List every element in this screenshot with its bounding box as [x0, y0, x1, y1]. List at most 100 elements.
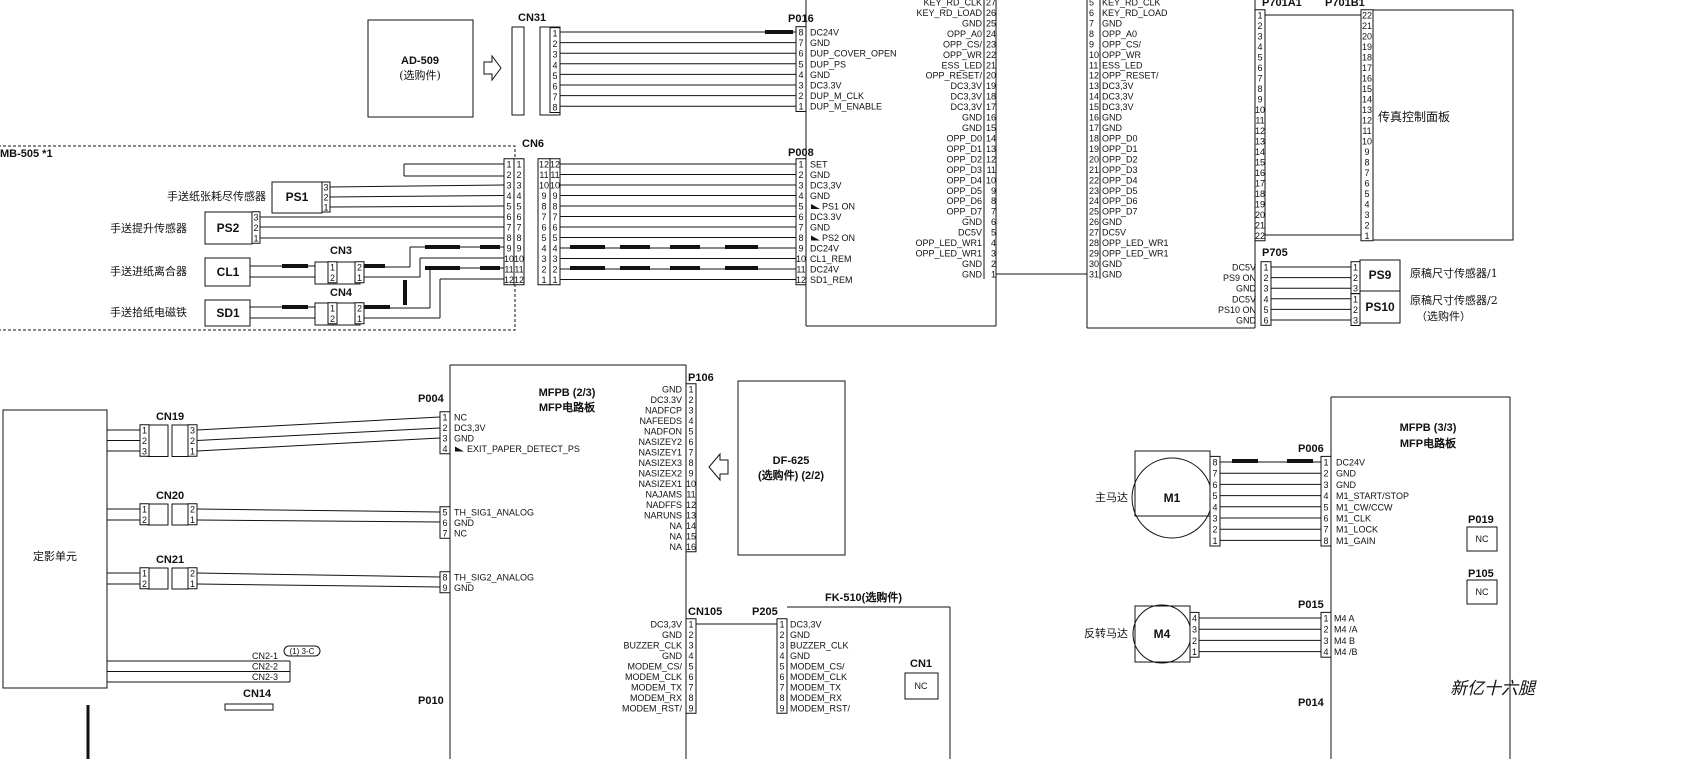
p019-nc: NC: [1476, 534, 1489, 544]
mfpb2-title: MFPB (2/3): [539, 387, 596, 399]
cn6-b-pin-number: 6: [516, 212, 521, 222]
board-pin-signal: DC5V: [958, 228, 982, 238]
cn105-pin-box: [685, 618, 697, 714]
p105-nc: NC: [1476, 587, 1489, 597]
ad509-box: [367, 19, 474, 118]
p015-pin-box: [1320, 611, 1332, 658]
p106-label: P106: [688, 372, 714, 384]
m4-pin-number: 3: [1192, 625, 1197, 635]
cn6-b-pin-box: [513, 158, 525, 286]
board-pin-number: 24: [1089, 196, 1099, 206]
board-pin-number: 12: [1089, 71, 1099, 81]
board-pin-signal: DC3,3V: [950, 81, 982, 91]
cn2-line-label: CN2-3: [252, 672, 278, 682]
p004-signal: TH_SIG2_ANALOG: [454, 573, 534, 583]
p016-signal: GND: [810, 70, 831, 80]
board-pin-signal: ESS_LED: [941, 60, 982, 70]
p008-pin-number: 7: [798, 223, 803, 233]
p004-pin-number: 3: [442, 434, 447, 444]
cn105-pin-number: 5: [688, 662, 693, 672]
board-pin-number: 30: [1089, 259, 1099, 269]
board-pin-signal: OPP_WR: [943, 50, 983, 60]
board-pin-signal: GND: [962, 217, 983, 227]
p705-pin-number: 1: [1263, 263, 1268, 273]
sd1-desc: 手送拾纸电磁铁: [110, 305, 187, 319]
cn19-label: CN19: [156, 411, 184, 423]
p701b1-label: P701B1: [1325, 0, 1365, 9]
cn19-b-pin-number: 3: [190, 426, 195, 436]
wire: [329, 184, 505, 188]
cn3-a-pin-box: [327, 261, 338, 284]
fax-panel-name: 传真控制面板: [1378, 109, 1450, 124]
p008-pin-number: 6: [798, 212, 803, 222]
wire: [196, 427, 441, 441]
sd1-name: SD1: [216, 306, 240, 320]
p701a1-pin-number: 19: [1255, 200, 1265, 210]
board-pin-signal: KEY_RD_CLK: [1102, 0, 1161, 8]
p006-signal: M1_CW/CCW: [1336, 502, 1393, 512]
board-pin-number: 14: [986, 133, 996, 143]
p705-pin-box: [1260, 261, 1272, 326]
p004-pin-number: 9: [442, 583, 447, 593]
p705-signal: GND: [1236, 284, 1257, 294]
cn21-a-pin-number: 2: [142, 579, 147, 589]
p016-pin-number: 1: [798, 102, 803, 112]
board-pin-number: 20: [986, 71, 996, 81]
p016-pin-number: 4: [798, 70, 803, 80]
board-pin-number: 12: [986, 154, 996, 164]
cn105-signal: GND: [662, 651, 683, 661]
p701b1-pin-number: 16: [1362, 74, 1372, 84]
cn20-label: CN20: [156, 490, 184, 502]
cn20-shell: [171, 503, 189, 526]
cn19-b-pin-number: 2: [190, 436, 195, 446]
cn6-d-pin-box: [549, 158, 561, 286]
board-pin-number: 27: [986, 0, 996, 8]
cn19-shell: [147, 424, 169, 457]
cn2-line-label: CN2-1: [252, 651, 278, 661]
cn2-reference: (1) 3-C: [290, 647, 315, 656]
cn6-d-pin-number: 5: [552, 233, 557, 243]
cn6-b-pin-number: 11: [514, 265, 523, 275]
board-pin-signal: DC3,3V: [1102, 81, 1134, 91]
p106-pin-number: 1: [688, 385, 693, 395]
board-pin-signal: OPP_D0: [946, 133, 982, 143]
p705-pin-number: 6: [1263, 316, 1268, 326]
cn6-c-pin-number: 1: [541, 275, 546, 285]
ps2-name: PS2: [217, 221, 240, 235]
cn6-a-pin-number: 5: [506, 202, 511, 212]
cn105-pin-number: 3: [688, 641, 693, 651]
p701a1-pin-number: 8: [1257, 84, 1262, 94]
cn3-b-pin-box: [354, 261, 365, 284]
cn105-pin-number: 1: [688, 620, 693, 630]
p205-pin-number: 1: [779, 620, 784, 630]
cn6-a-pin-number: 11: [504, 265, 513, 275]
board-pin-number: 25: [986, 18, 996, 28]
board-pin-number: 18: [986, 92, 996, 102]
p006-pin-number: 1: [1323, 458, 1328, 468]
cn6-d-pin-number: 4: [552, 244, 557, 254]
p701a1-pin-number: 5: [1257, 53, 1262, 63]
p205-pin-box: [776, 618, 788, 714]
p008-pin-number: 4: [798, 191, 803, 201]
p106-signal: NASIZEY1: [638, 448, 682, 458]
board-pin-number: 26: [1089, 217, 1099, 227]
p006-signal: M1_GAIN: [1336, 536, 1376, 546]
p016-pin-number: 3: [798, 81, 803, 91]
board-pin-number: 22: [986, 50, 996, 60]
p106-pin-number: 4: [688, 416, 693, 426]
cn6-b-pin-number: 5: [516, 202, 521, 212]
cn6-b-pin-number: 1: [516, 160, 521, 170]
board-pin-signal: GND: [1102, 217, 1123, 227]
board-pin-signal: GND: [1102, 269, 1123, 279]
board-pin-signal: OPP_LED_WR1: [1102, 238, 1169, 248]
cn6-b-pin-number: 2: [516, 170, 521, 180]
arrow-icon: [483, 54, 502, 82]
p701a1-pin-number: 4: [1257, 42, 1262, 52]
p701a1-pin-number: 7: [1257, 74, 1262, 84]
board-pin-signal: OPP_D3: [946, 165, 982, 175]
wire: [196, 508, 441, 513]
board-pin-signal: DC3,3V: [950, 102, 982, 112]
cn20-a-pin-box: [139, 503, 150, 526]
cn4-b-pin-number: 2: [357, 304, 362, 314]
p008-pin-number: 11: [796, 265, 805, 275]
